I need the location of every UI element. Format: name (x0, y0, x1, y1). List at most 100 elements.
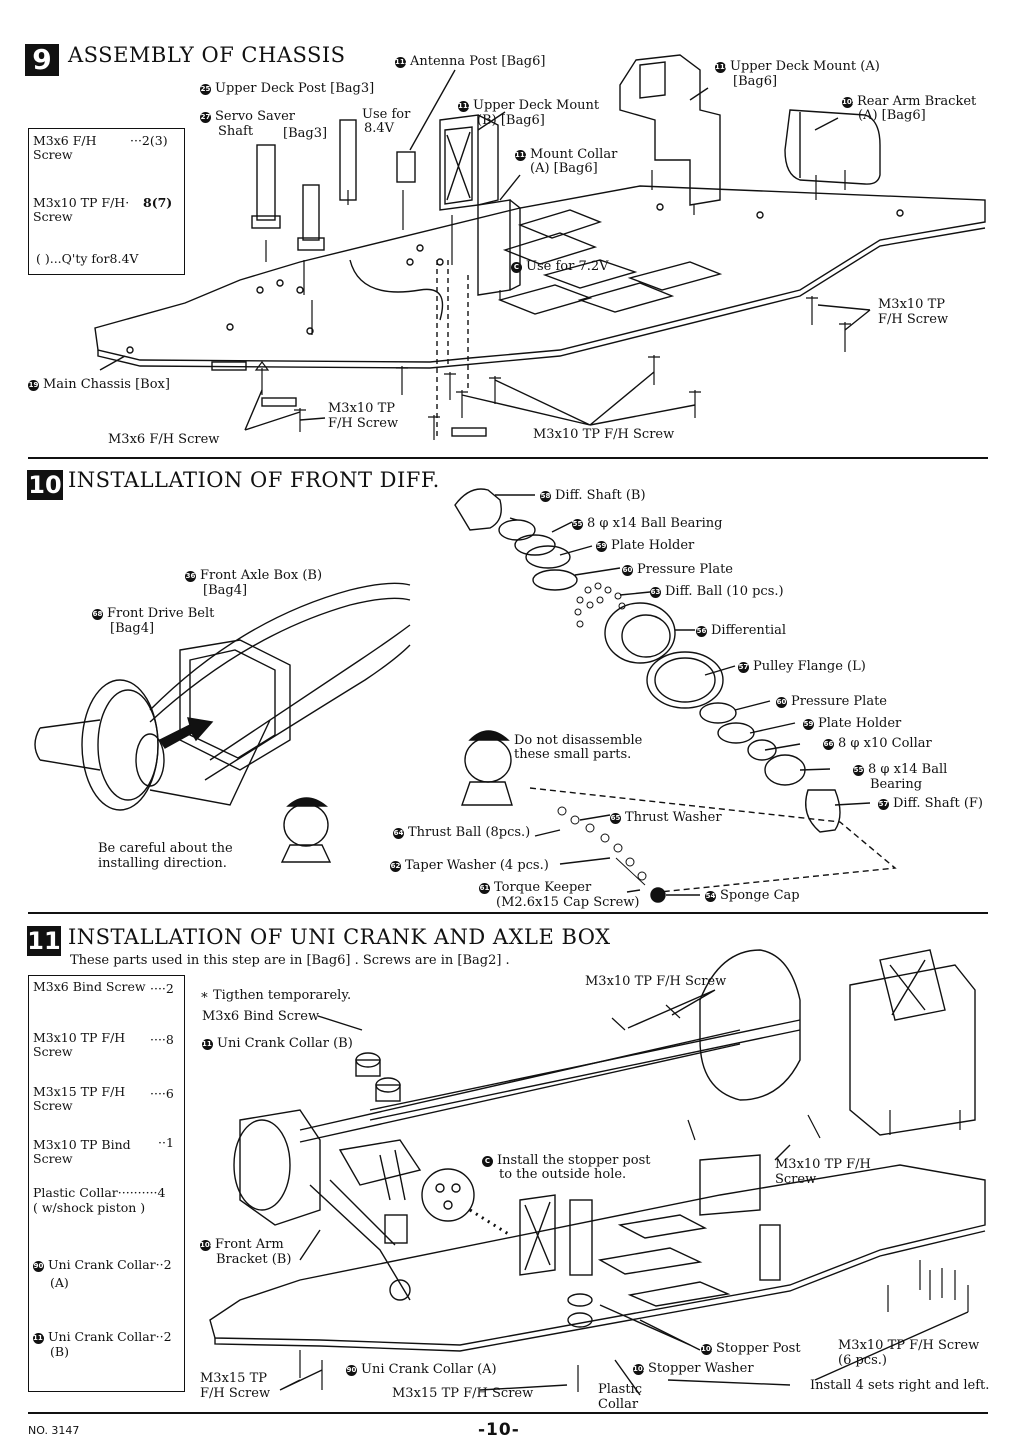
step11-box-p6b: (A) (50, 1275, 69, 1290)
page-number: -10- (478, 1420, 520, 1440)
step11-number: 11 (27, 926, 61, 956)
divider-2 (28, 912, 988, 914)
label-plastic-collar-2: Collar (598, 1397, 639, 1412)
label-careful-1: Be careful about the (98, 841, 233, 856)
step11-crank-drawing (209, 949, 986, 1396)
label-m3x10-right-2: (6 pcs.) (838, 1353, 887, 1368)
label-use84-2: 8.4V (364, 121, 395, 136)
label-plastic-collar-1: Plastic (598, 1382, 642, 1397)
label-m3x10-mid-2: F/H Screw (328, 416, 399, 431)
label-m3x10-top: M3x10 TP F/H Screw (585, 974, 727, 989)
label-udm-a-2: [Bag6] (733, 74, 778, 89)
step9-box-r2q: 8(7) (143, 195, 173, 210)
step11-box-p3b: Screw (33, 1098, 73, 1113)
step11-box-p4b: Screw (33, 1151, 73, 1166)
step11-box-p3a: M3x15 TP F/H (33, 1084, 126, 1099)
label-m3x6-screw: M3x6 F/H Screw (108, 432, 220, 447)
step9-box-r1a: M3x6 F/H (33, 133, 97, 148)
label-rear-arm-2: (A) [Bag6] (858, 108, 926, 123)
label-install4: Install 4 sets right and left. (810, 1378, 990, 1393)
label-m3x15-mid: M3x15 TP F/H Screw (392, 1386, 534, 1401)
label-servo-saver-3: [Bag3] (283, 126, 328, 141)
step10-title: INSTALLATION OF FRONT DIFF. (68, 468, 440, 492)
label-m3x15-left-1: M3x15 TP (200, 1371, 268, 1386)
label-udm-b-1: 112Upper Deck Mount (458, 98, 600, 113)
step11-subtitle: These parts used in this step are in [Ba… (70, 953, 510, 968)
step9-box-note: ( )...Q'ty for8.4V (36, 251, 139, 266)
step11-parts-box (28, 975, 185, 1392)
label-careful-2: installing direction. (98, 856, 227, 871)
label-rear-arm-1: 109Rear Arm Bracket (842, 94, 977, 109)
step11-box-p1a: M3x6 Bind Screw (33, 979, 146, 994)
label-uni-crank-b: 117Uni Crank Collar (B) (202, 1036, 353, 1051)
label-bearing2-2: Bearing (870, 777, 923, 792)
label-m3x10-right-2: F/H Screw (878, 312, 949, 327)
label-tighten: ∗ Tigthen temporarely. (200, 988, 352, 1003)
step11-box-p4a: M3x10 TP Bind (33, 1137, 131, 1152)
step9-box-r2b: Screw (33, 209, 73, 224)
step11-box-p4q: ··1 (158, 1135, 174, 1150)
divider-1 (28, 457, 988, 459)
doc-number: NO. 3147 (28, 1424, 80, 1437)
label-stopper-washer: 102Stopper Washer (633, 1361, 754, 1376)
label-stopper-note-2: to the outside hole. (499, 1167, 627, 1182)
step11-box-p3q: ····6 (150, 1086, 174, 1101)
step11-box-p2b: Screw (33, 1044, 73, 1059)
label-mount-collar-2: (A) [Bag6] (530, 161, 598, 176)
label-torque-keeper-2: (M2.6x15 Cap Screw) (496, 895, 640, 910)
label-front-drive-belt-2: [Bag4] (110, 621, 155, 636)
step10-diff-drawing (34, 488, 897, 903)
step11-box-p5b: ( w/shock piston ) (33, 1200, 146, 1215)
label-antenna-post: 112Antenna Post [Bag6] (395, 54, 546, 69)
step9-box-r1q: ···2(3) (130, 133, 168, 148)
step11-title: INSTALLATION OF UNI CRANK AND AXLE BOX (68, 925, 611, 949)
step9-box-r1b: Screw (33, 147, 73, 162)
step9-chassis-drawing (94, 54, 986, 440)
label-front-arm-2: Bracket (B) (216, 1252, 292, 1267)
step9-title: ASSEMBLY OF CHASSIS (68, 43, 346, 67)
label-use84-1: Use for (362, 107, 411, 122)
footer-rule (28, 1412, 988, 1414)
label-m3x10-right-1: M3x10 TP F/H Screw (838, 1338, 980, 1353)
label-udm-b-2: (B) [Bag6] (477, 113, 545, 128)
label-m3x10-mid-1: M3x10 TP F/H (775, 1157, 871, 1172)
label-servo-saver-2: Shaft (218, 124, 254, 139)
label-m3x10-bottom: M3x10 TP F/H Screw (533, 427, 675, 442)
label-front-arm-1: 108Front Arm (200, 1237, 284, 1252)
label-do-not-1: Do not disassemble (514, 733, 643, 748)
label-m3x10-right-1: M3x10 TP (878, 297, 946, 312)
label-mount-collar-1: 113Mount Collar (515, 147, 618, 162)
step11-box-p1q: ····2 (150, 981, 174, 996)
step10-number: 10 (27, 470, 63, 500)
label-m3x10-mid-1: M3x10 TP (328, 401, 396, 416)
step11-box-p7b: (B) (50, 1344, 69, 1359)
step11-box-p5a: Plastic Collar··········4 (33, 1185, 166, 1200)
label-do-not-2: these small parts. (514, 747, 632, 762)
label-m3x6-bind: M3x6 Bind Screw (202, 1009, 320, 1024)
step9-number: 9 (25, 44, 59, 76)
